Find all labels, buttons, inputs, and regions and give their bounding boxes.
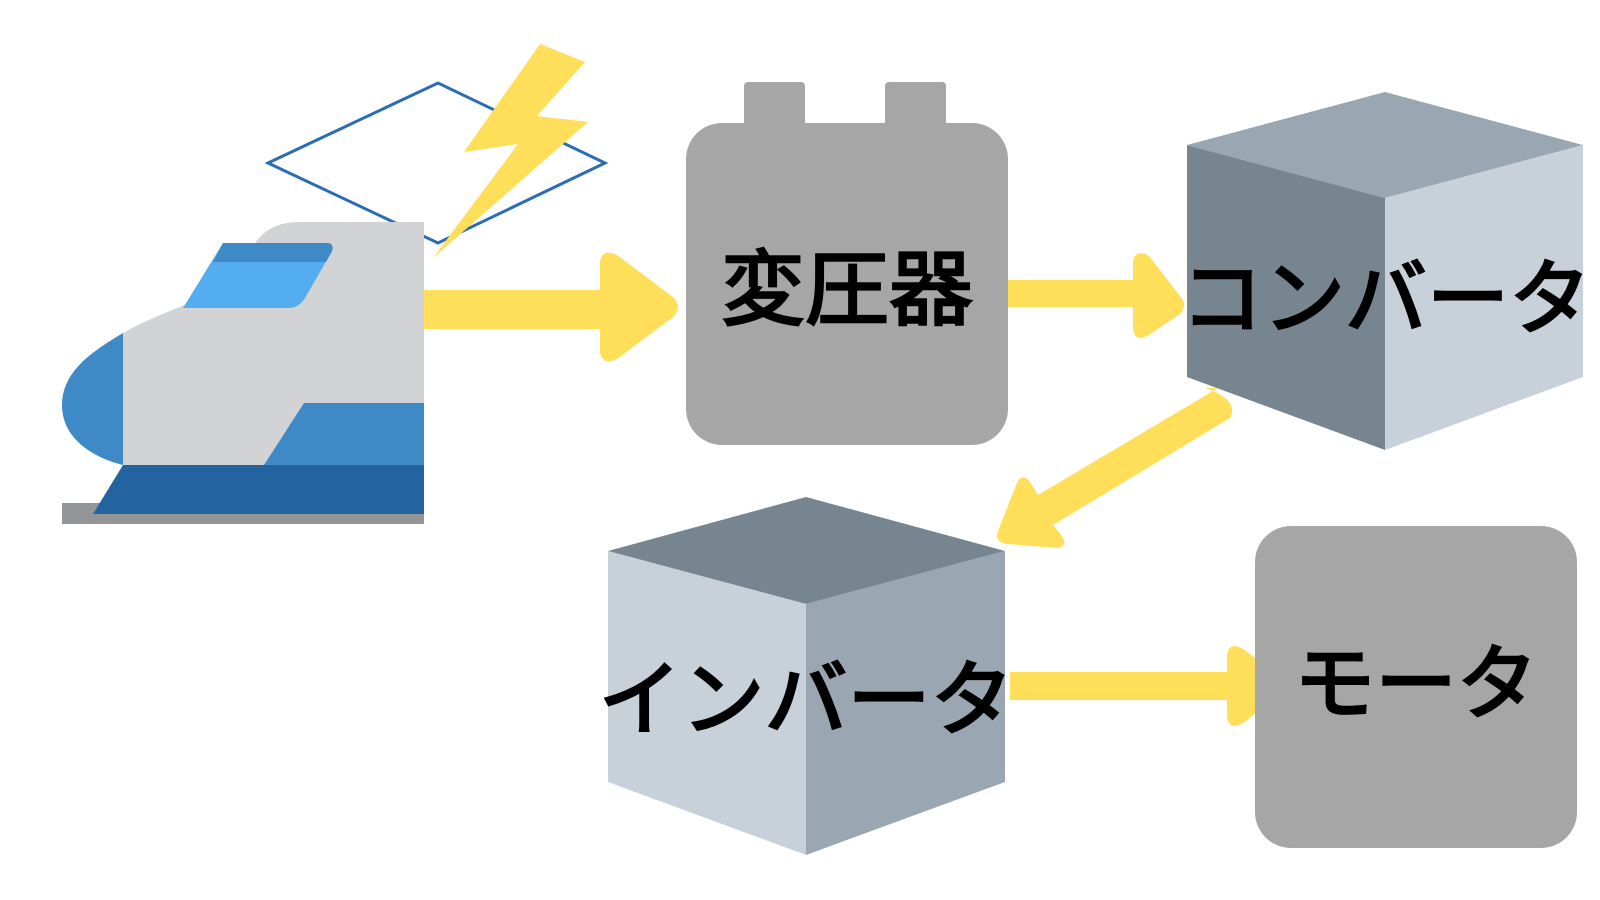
transformer-label: 変圧器: [721, 243, 974, 338]
converter-node: [1187, 92, 1583, 450]
arrow-inverter-to-motor: [1010, 646, 1283, 726]
motor-node: モータ: [1255, 526, 1577, 848]
lightning-icon: [433, 44, 588, 258]
arrow-transformer-to-converter: [1008, 253, 1184, 338]
motor-label: モータ: [1294, 637, 1538, 732]
inverter-node: インバータ: [599, 497, 1014, 855]
converter-label: コンバータ: [1181, 252, 1591, 347]
arrow-train-to-transformer: [424, 252, 678, 362]
overhead-wire-icon: [264, 81, 609, 245]
shinkansen-train-icon: [62, 222, 424, 524]
transformer-node: 変圧器: [686, 82, 1008, 445]
arrow-converter-to-inverter: [997, 388, 1233, 548]
inverter-label: インバータ: [599, 653, 1014, 748]
